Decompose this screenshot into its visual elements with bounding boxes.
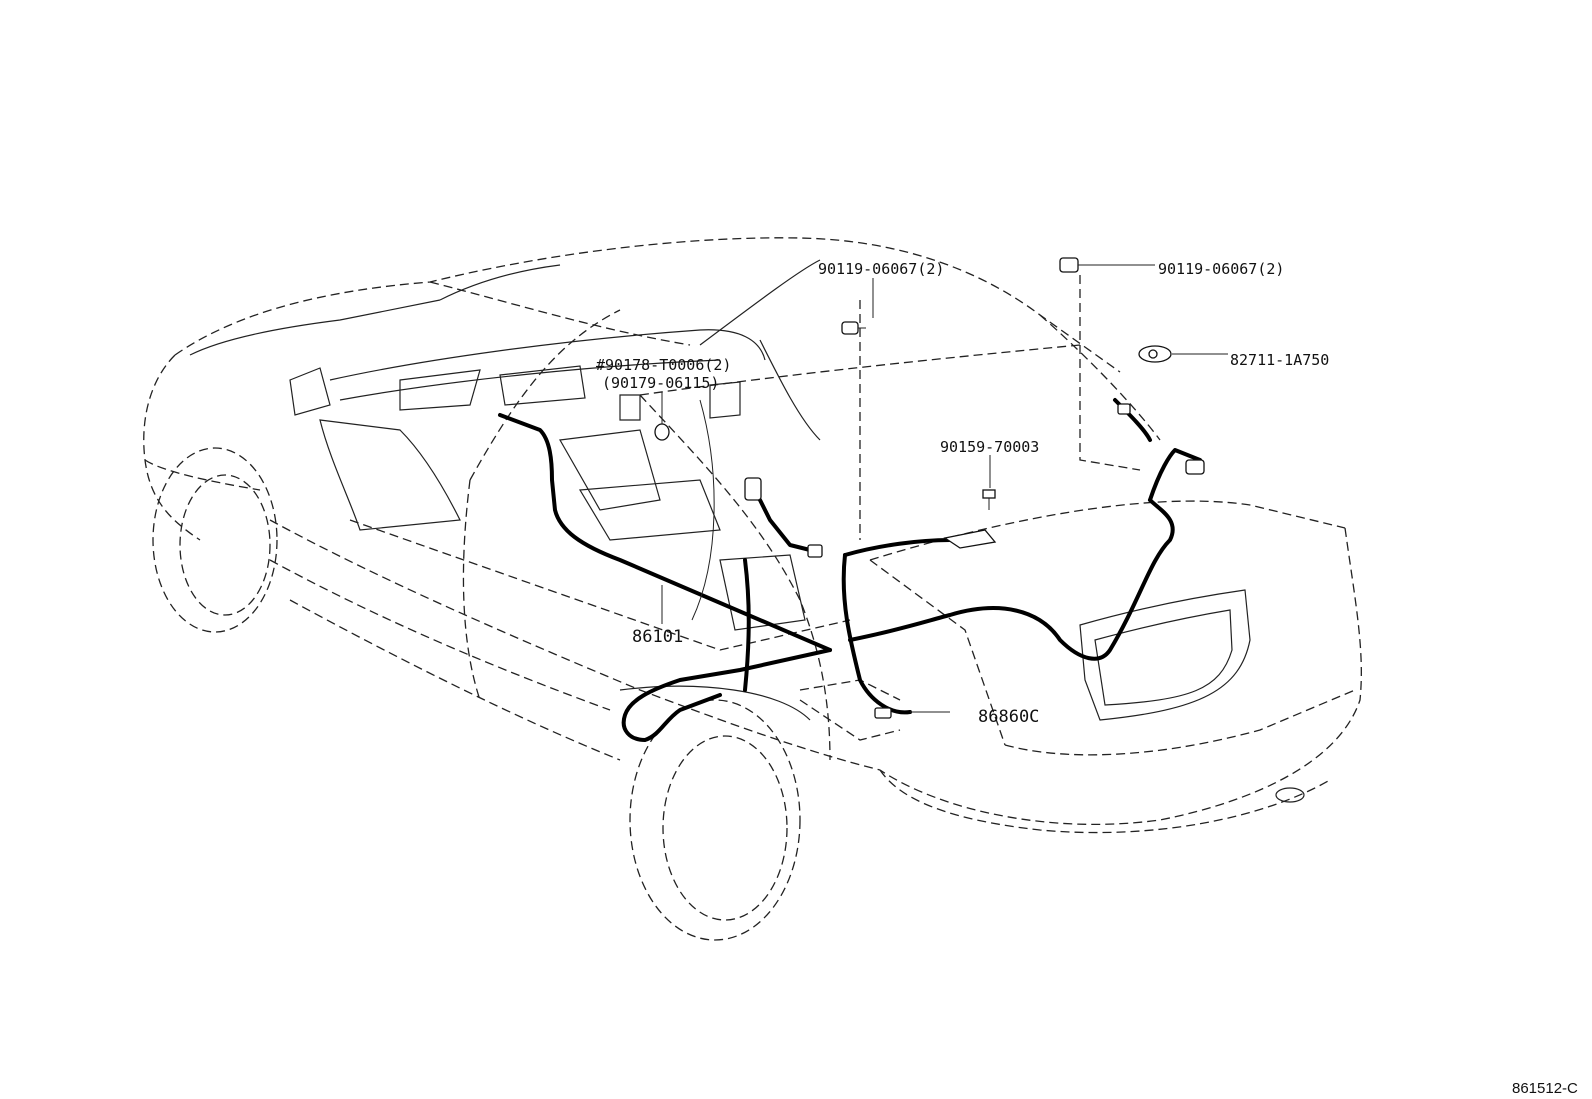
connector-parts <box>744 403 1205 719</box>
antenna-part <box>943 529 997 549</box>
clip-dash-part <box>654 423 670 441</box>
screw-part <box>982 489 996 510</box>
bolt-roof-right-part <box>1059 257 1092 273</box>
label-screw: 90159-70003 <box>940 438 1039 456</box>
interior-sketch <box>189 259 1305 803</box>
label-bolt-roof-right: 90119-06067(2) <box>1158 260 1284 278</box>
leader-lines <box>661 264 1228 713</box>
figure-code: 861512-C <box>1512 1080 1578 1097</box>
bolt-roof-left-part <box>841 321 866 335</box>
clip-part <box>1138 345 1172 363</box>
label-clip-dash-alt: (90179-06115) <box>602 374 719 392</box>
wire-harness <box>498 398 1202 742</box>
label-bolt-roof-left: 90119-06067(2) <box>818 260 944 278</box>
label-antenna-cord: 86860C <box>978 707 1039 727</box>
label-harness: 86101 <box>632 627 683 647</box>
label-clip: 82711-1A750 <box>1230 351 1329 369</box>
car-body-outline <box>143 237 1362 941</box>
label-clip-dash: #90178-T0006(2) <box>596 356 731 374</box>
